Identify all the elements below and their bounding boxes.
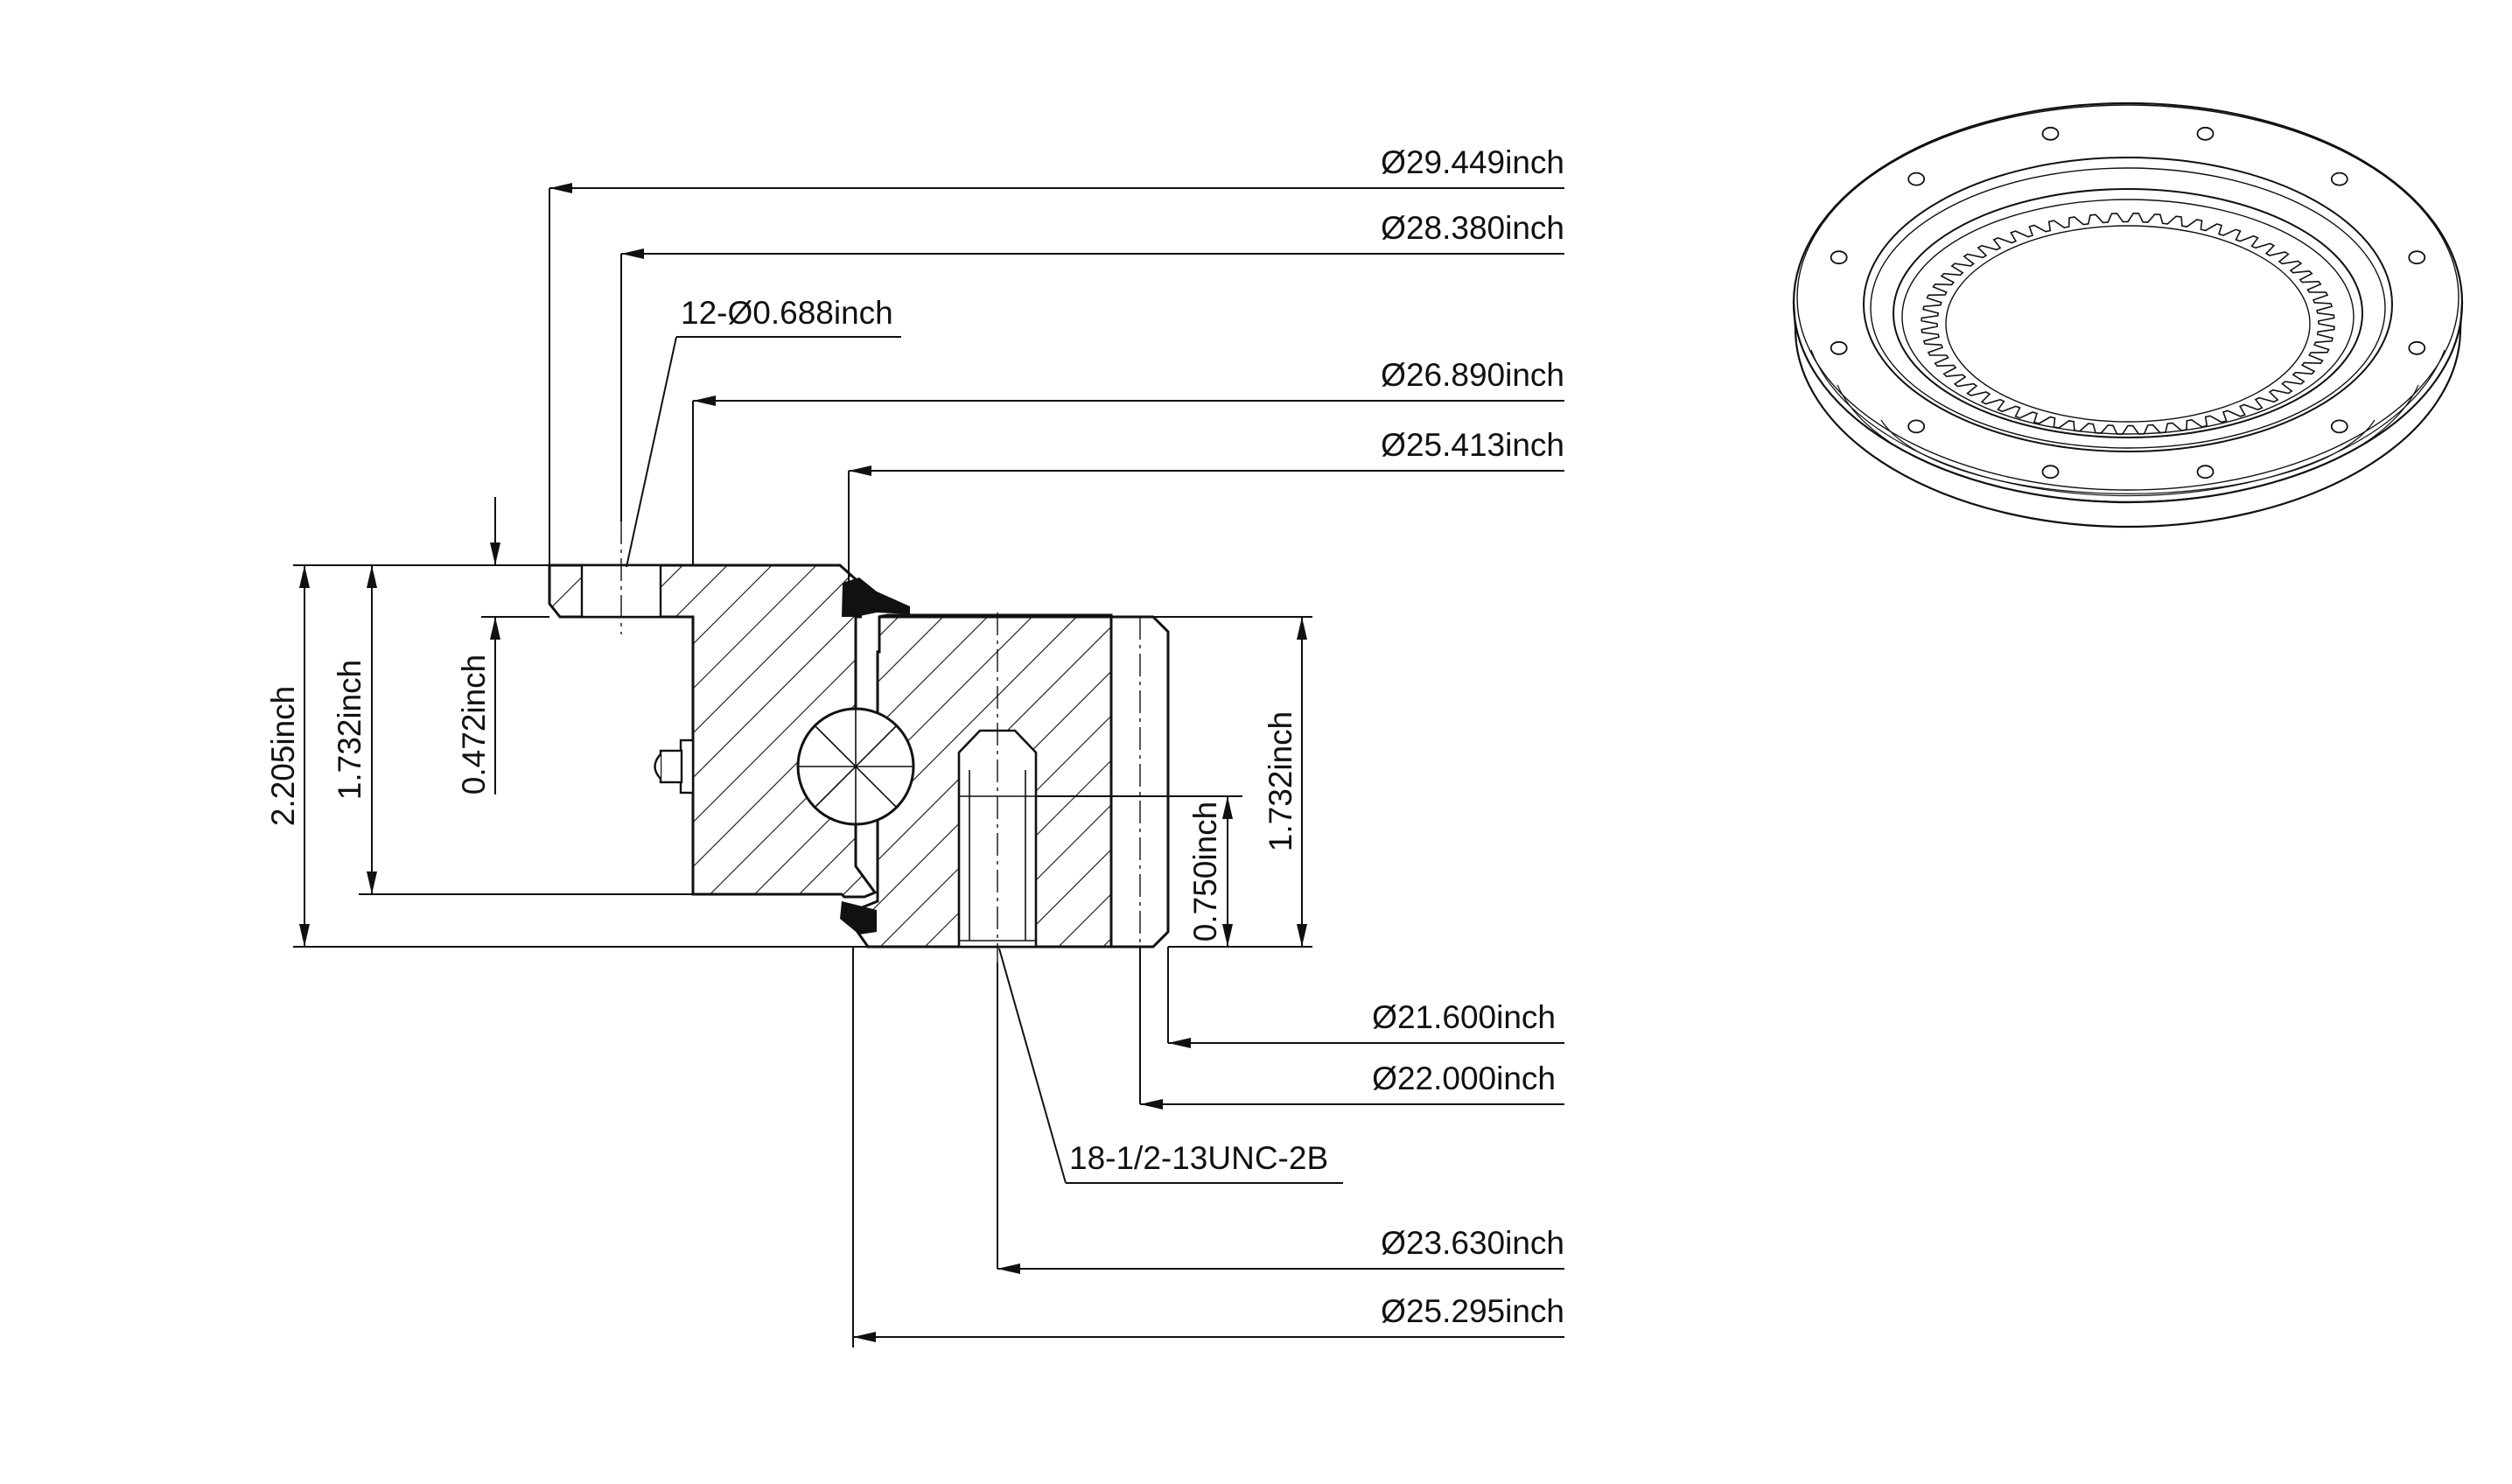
bolt-hole bbox=[2330, 419, 2348, 434]
bolt-hole bbox=[1830, 340, 1848, 355]
gear-teeth bbox=[1921, 212, 2335, 436]
bottom-seal bbox=[840, 901, 877, 934]
bolt-hole bbox=[2408, 250, 2426, 265]
label-outer-ring-height: 1.732inch bbox=[332, 660, 367, 800]
label-thread: 18-1/2-13UNC-2B bbox=[1069, 1140, 1328, 1176]
label-d-28-380: Ø28.380inch bbox=[1381, 210, 1564, 246]
top-seal bbox=[842, 578, 910, 617]
bolt-hole bbox=[2041, 465, 2060, 480]
label-bolt-holes: 12-Ø0.688inch bbox=[681, 295, 893, 331]
bolt-hole bbox=[1830, 250, 1848, 265]
bolt-holes bbox=[1830, 126, 2426, 480]
dimension-labels: Ø29.449inch Ø28.380inch 12-Ø0.688inch Ø2… bbox=[265, 144, 1564, 1329]
cross-section bbox=[548, 522, 1170, 962]
bolt-hole bbox=[2330, 172, 2348, 186]
bolt-hole bbox=[2041, 126, 2060, 141]
label-d-22-000: Ø22.000inch bbox=[1372, 1060, 1556, 1096]
label-flange-thickness: 0.472inch bbox=[456, 654, 492, 794]
label-d-26-890: Ø26.890inch bbox=[1381, 357, 1564, 393]
label-d-29-449: Ø29.449inch bbox=[1381, 144, 1564, 180]
isometric-bearing-view bbox=[1792, 102, 2464, 528]
label-d-21-600: Ø21.600inch bbox=[1372, 999, 1556, 1035]
label-total-height: 2.205inch bbox=[265, 686, 301, 826]
label-thread-depth: 0.750inch bbox=[1187, 802, 1223, 942]
grease-nipple bbox=[654, 738, 695, 794]
label-d-25-295: Ø25.295inch bbox=[1381, 1293, 1564, 1329]
bolt-hole bbox=[1907, 172, 1926, 186]
dimension-lines bbox=[293, 183, 1564, 1348]
bolt-hole bbox=[2408, 340, 2426, 355]
label-d-25-413: Ø25.413inch bbox=[1381, 427, 1564, 463]
bolt-hole bbox=[1907, 419, 1926, 434]
label-inner-ring-height: 1.732inch bbox=[1263, 711, 1298, 851]
bolt-hole bbox=[2196, 465, 2215, 480]
label-d-23-630: Ø23.630inch bbox=[1381, 1225, 1564, 1261]
bolt-hole bbox=[2196, 126, 2215, 141]
gear-tooth-outline bbox=[1921, 212, 2335, 436]
threaded-hole bbox=[957, 612, 1038, 962]
